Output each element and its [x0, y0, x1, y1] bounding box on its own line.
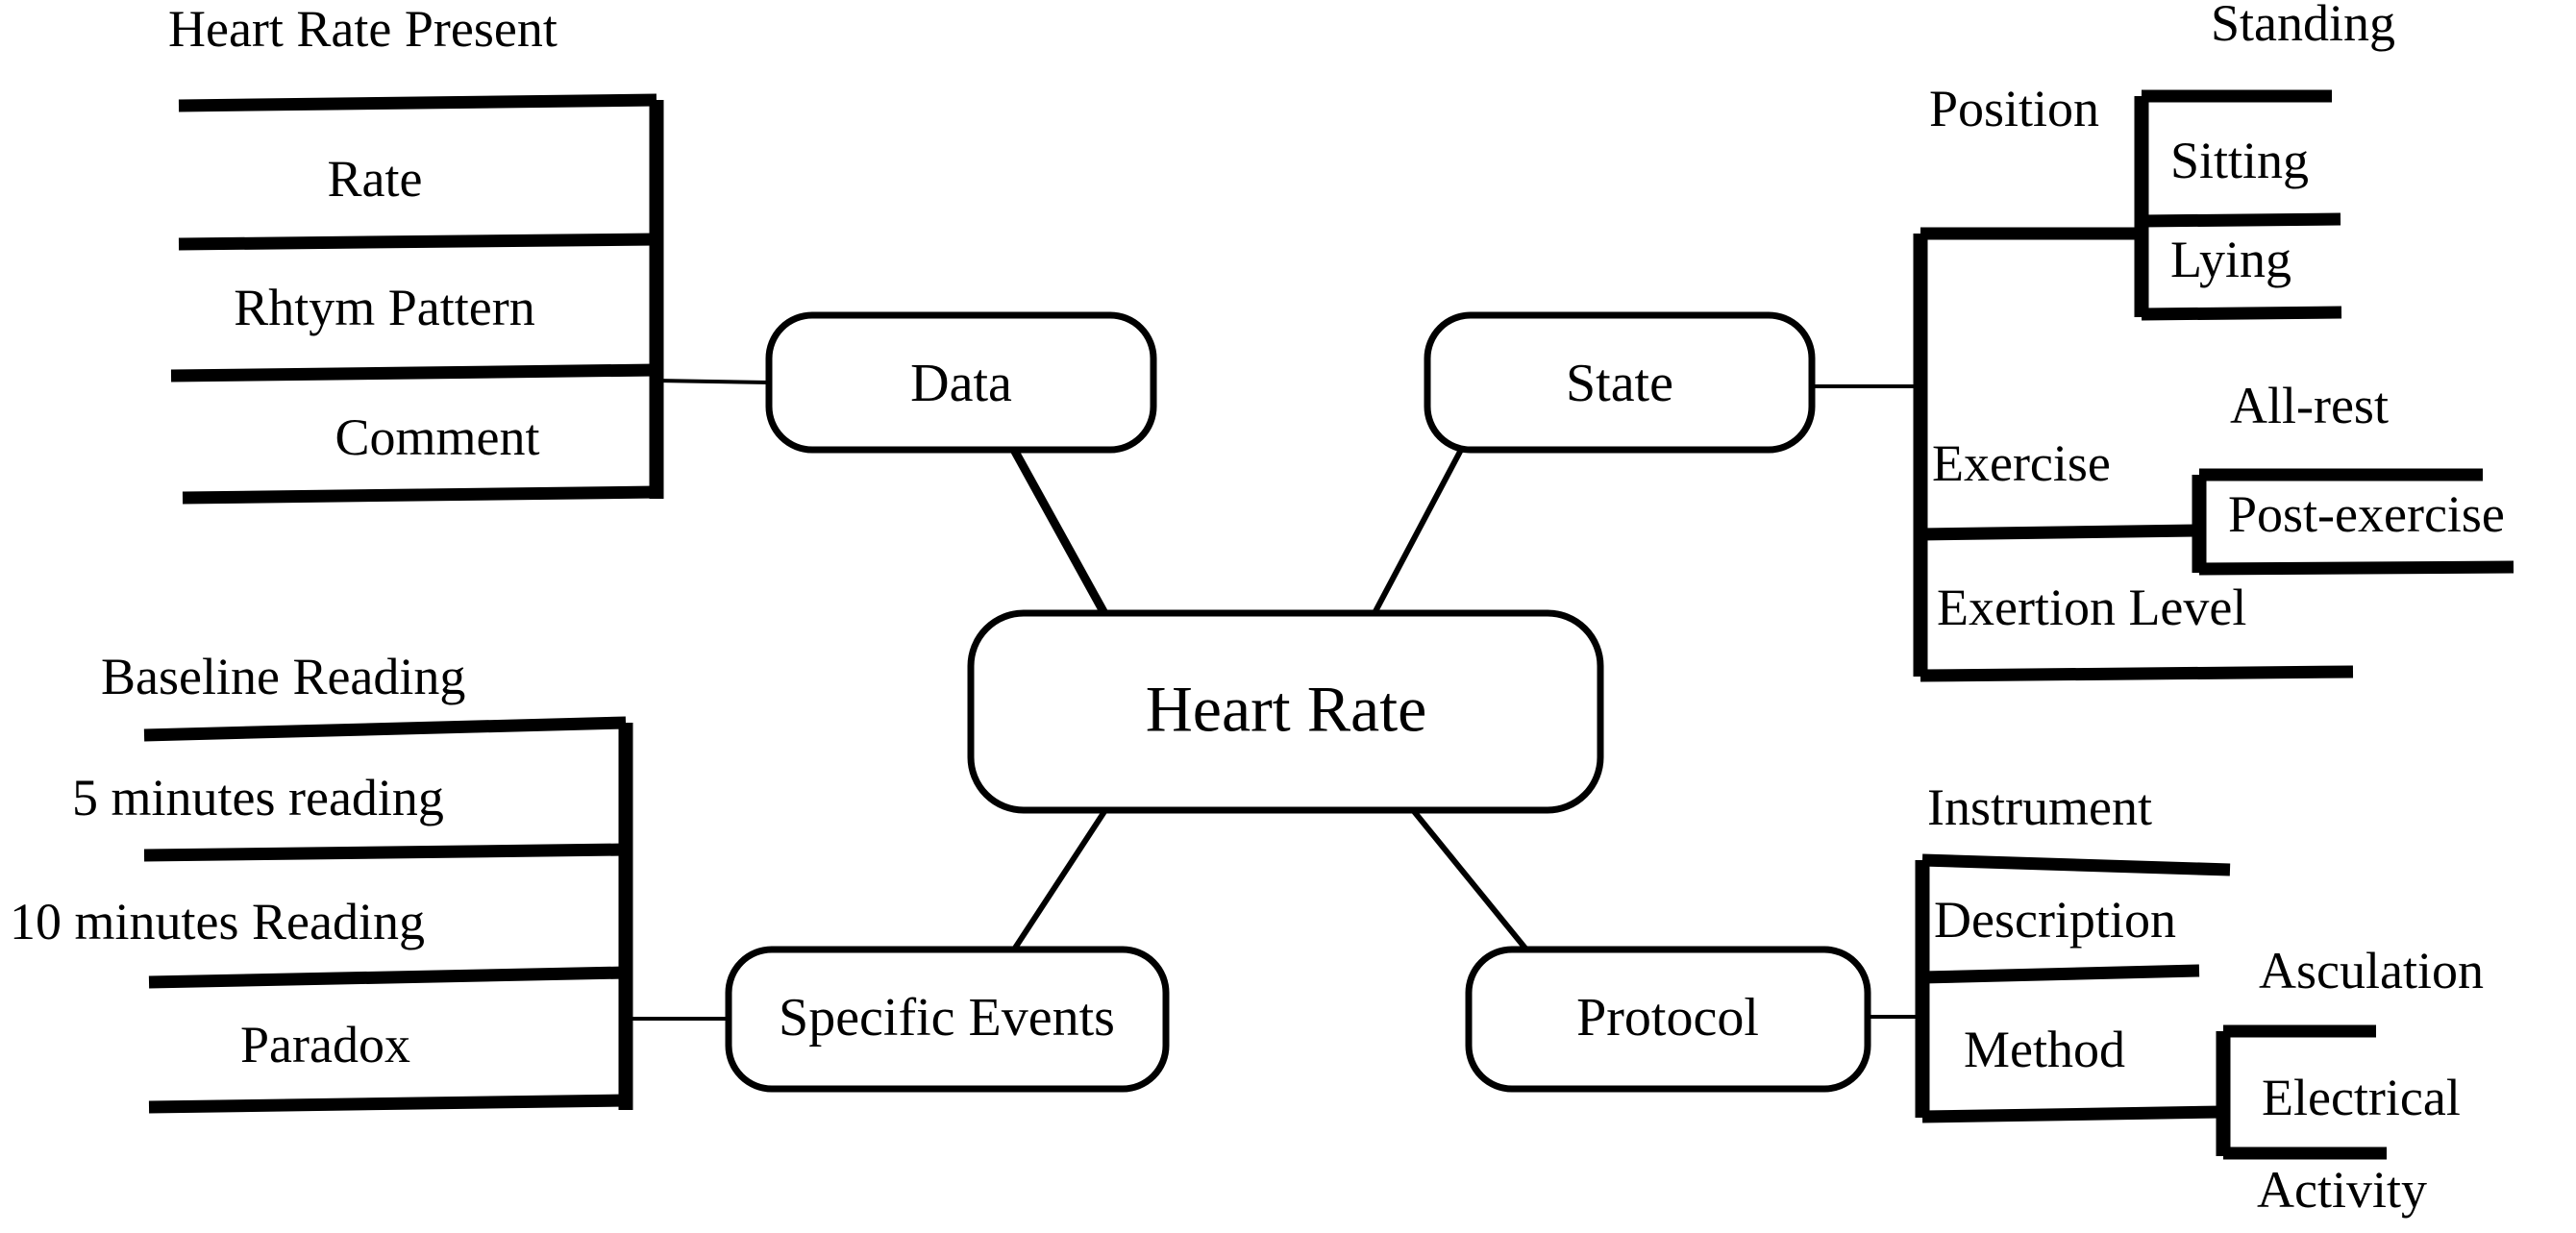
label-baseline-reading: Baseline Reading — [101, 648, 465, 705]
label-instrument: Instrument — [1927, 778, 2152, 836]
branch-data-bracket — [170, 93, 770, 505]
node-protocol-box[interactable] — [1465, 946, 1871, 1093]
connector-data-to-center — [1010, 447, 1109, 618]
label-description: Description — [1934, 891, 2176, 949]
label-asculation: Asculation — [2259, 942, 2484, 999]
data-line-1 — [178, 233, 657, 251]
specific-events-line-top — [143, 716, 627, 742]
state-line-exertion — [1920, 665, 2354, 682]
connector-state-to-center — [1372, 448, 1464, 615]
connector-center-to-protocol — [1410, 808, 1529, 951]
label-method: Method — [1964, 1021, 2125, 1078]
protocol-line-bottom — [1921, 1105, 2224, 1123]
label-10-minutes-reading: 10 minutes Reading — [10, 893, 425, 950]
label-standing: Standing — [2211, 0, 2395, 52]
node-state[interactable]: State — [1424, 311, 1816, 454]
protocol-line-mid — [1921, 964, 2200, 984]
node-specific-events-label: Specific Events — [779, 988, 1115, 1048]
label-comment: Comment — [335, 408, 540, 466]
label-position: Position — [1929, 80, 2099, 137]
label-5-minutes-reading: 5 minutes reading — [72, 769, 444, 826]
node-data[interactable]: Data — [765, 311, 1157, 454]
node-heart-rate-box[interactable] — [967, 609, 1604, 814]
label-rate: Rate — [328, 150, 423, 208]
node-specific-events[interactable]: Specific Events — [725, 946, 1170, 1093]
label-activity: Activity — [2257, 1161, 2427, 1219]
subbranch-position-bracket — [2134, 89, 2342, 321]
subbranch-exercise-bracket — [2192, 468, 2514, 576]
data-line-bottom — [182, 485, 657, 505]
position-line-bottom — [2141, 306, 2342, 321]
data-line-2 — [170, 363, 657, 382]
specific-events-line-bottom — [148, 1094, 627, 1114]
label-rhtym-pattern: Rhtym Pattern — [234, 279, 534, 336]
branch-protocol-bracket — [1915, 853, 2231, 1123]
label-exercise: Exercise — [1932, 434, 2111, 492]
protocol-line-top — [1921, 853, 2231, 876]
label-all-rest: All-rest — [2230, 377, 2389, 434]
branch-specific-events-bracket — [143, 716, 731, 1114]
node-data-label: Data — [910, 354, 1012, 413]
node-state-label: State — [1566, 354, 1673, 413]
specific-events-line-1 — [143, 843, 627, 862]
node-data-box[interactable] — [765, 311, 1157, 454]
label-electrical: Electrical — [2262, 1069, 2461, 1126]
data-line-top — [178, 93, 657, 112]
subbranch-method-bracket — [2216, 1024, 2387, 1160]
node-heart-rate-label: Heart Rate — [1146, 673, 1427, 746]
node-protocol[interactable]: Protocol — [1465, 946, 1871, 1093]
specific-events-line-2 — [148, 966, 627, 989]
position-line-mid — [2141, 212, 2341, 228]
label-lying: Lying — [2170, 231, 2291, 288]
label-exertion-level: Exertion Level — [1937, 579, 2246, 636]
exercise-line-bottom — [2198, 560, 2514, 576]
branch-state-bracket — [1913, 227, 2354, 682]
label-post-exercise: Post-exercise — [2228, 485, 2505, 543]
label-paradox: Paradox — [240, 1016, 410, 1073]
node-protocol-label: Protocol — [1576, 988, 1759, 1048]
state-line-exercise — [1920, 524, 2197, 541]
node-state-box[interactable] — [1424, 311, 1816, 454]
node-specific-events-box[interactable] — [725, 946, 1170, 1093]
connector-databracket-to-data — [656, 379, 770, 384]
label-heart-rate-present: Heart Rate Present — [168, 0, 557, 58]
connector-center-to-specific-events — [1011, 808, 1108, 951]
node-heart-rate[interactable]: Heart Rate — [967, 609, 1604, 814]
label-sitting: Sitting — [2170, 132, 2309, 189]
